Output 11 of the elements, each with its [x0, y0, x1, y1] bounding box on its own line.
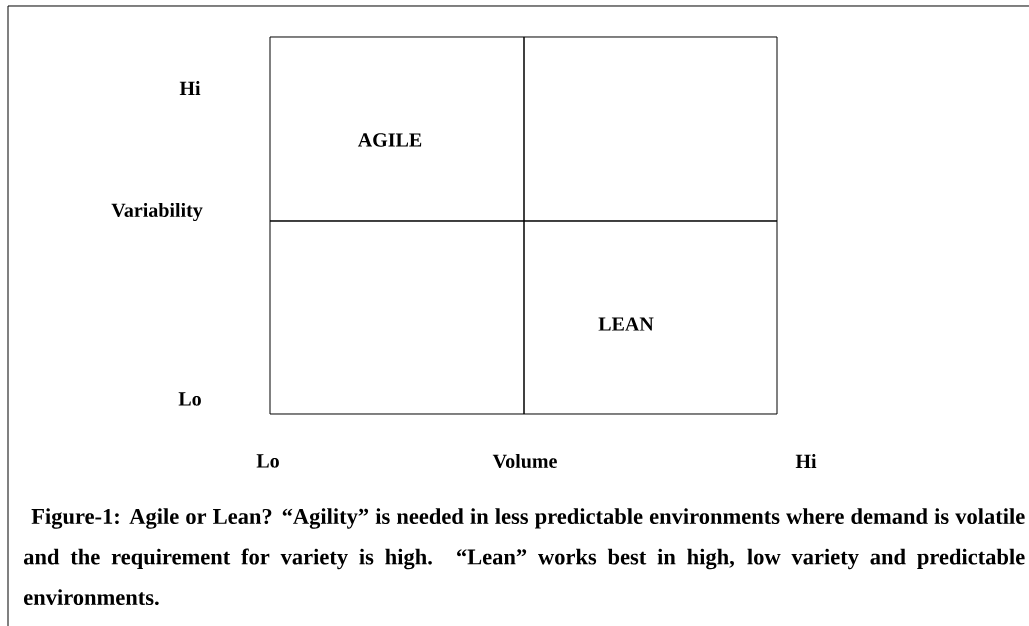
quadrant-box: AGILE [269, 36, 525, 222]
axis-label: Variability [111, 202, 203, 222]
quadrant-box: LEAN [523, 220, 778, 415]
axis-label: Hi [179, 81, 201, 95]
quadrant-box [523, 36, 778, 222]
axis-label: Lo [256, 454, 279, 468]
axis-label: Hi [795, 454, 817, 468]
axis-label: Lo [178, 392, 201, 406]
axis-label: Volume [492, 453, 557, 469]
caption: Figure-1: Agile or Lean? “Agility” is needed in less predictable environments where demand is volatile and the requirement for variety is high. “Lean” works best in high, low variety and predictable environments. [23, 508, 1025, 606]
quadrant-box [269, 220, 525, 415]
